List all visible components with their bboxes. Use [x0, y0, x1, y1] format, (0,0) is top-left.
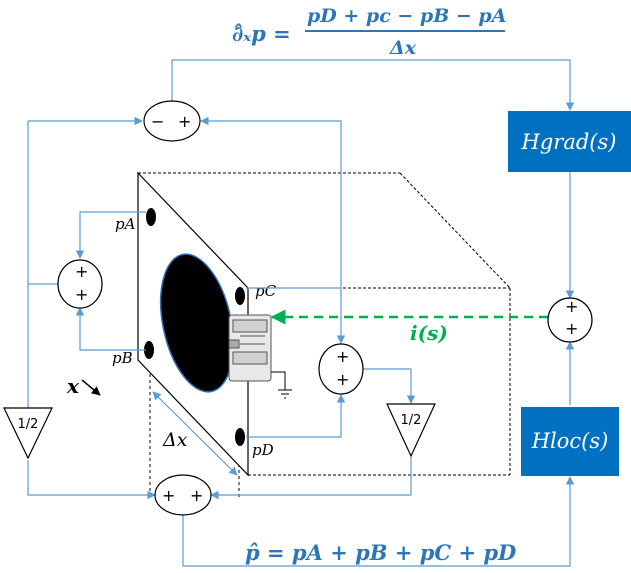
driver-motor	[228, 314, 272, 382]
summer-right-plus-top: +	[565, 297, 578, 316]
x-axis-label: x	[66, 374, 80, 398]
x-axis-arrow	[81, 379, 101, 396]
summer-left-plus-bottom: +	[75, 285, 88, 304]
ground-icon	[278, 389, 292, 399]
ground-wire	[271, 371, 286, 390]
summer-top-plus: +	[178, 112, 191, 131]
gradient-equation-lhs: ∂̂ₓp =	[232, 21, 291, 46]
mic-c	[235, 287, 245, 305]
summer-top-minus: −	[151, 112, 164, 131]
label-pc: pC	[255, 282, 277, 300]
sum-equation: p̂ = pA + pB + pC + pD	[245, 540, 517, 565]
gain-left: 1/2	[3, 407, 53, 460]
gain-right-value: 1/2	[401, 413, 422, 428]
signal-wires	[27, 59, 575, 567]
mic-b	[144, 341, 154, 359]
gradient-equation: ∂̂ₓp = pD + pc − pB − pA Δx	[232, 5, 506, 59]
summer-left-plus-top: +	[75, 262, 88, 281]
hgrad-block: Hgrad(s)	[508, 111, 631, 172]
gradient-equation-numerator: pD + pc − pB − pA	[307, 5, 506, 27]
gain-right: 1/2	[386, 403, 436, 458]
summer-right-plus-bottom: +	[565, 319, 578, 338]
summer-top: − +	[143, 100, 201, 142]
summer-bottom-plus-left: +	[162, 486, 175, 505]
gradient-equation-denominator: Δx	[389, 37, 417, 59]
summer-right: + +	[547, 297, 593, 343]
hloc-block: Hloc(s)	[521, 407, 619, 476]
label-pb: pB	[112, 349, 133, 367]
summer-bottom-plus-right: +	[190, 486, 203, 505]
summer-bottom: + +	[154, 474, 212, 516]
label-pd: pD	[252, 441, 274, 459]
label-pa: pA	[115, 215, 136, 233]
mic-a	[146, 208, 156, 226]
cabinet-outline	[138, 172, 511, 476]
delta-x-dimension	[152, 391, 238, 476]
hgrad-label: Hgrad(s)	[521, 130, 617, 154]
current-label: i(s)	[410, 321, 448, 345]
summer-left: + +	[57, 259, 103, 309]
delta-x-label: Δx	[162, 429, 188, 451]
summer-mid-plus-bottom: +	[336, 370, 349, 389]
summer-mid-plus-top: +	[336, 347, 349, 366]
gain-left-value: 1/2	[18, 417, 39, 432]
hloc-label: Hloc(s)	[531, 429, 609, 453]
summer-mid: + +	[318, 343, 364, 395]
mic-d	[235, 428, 245, 446]
